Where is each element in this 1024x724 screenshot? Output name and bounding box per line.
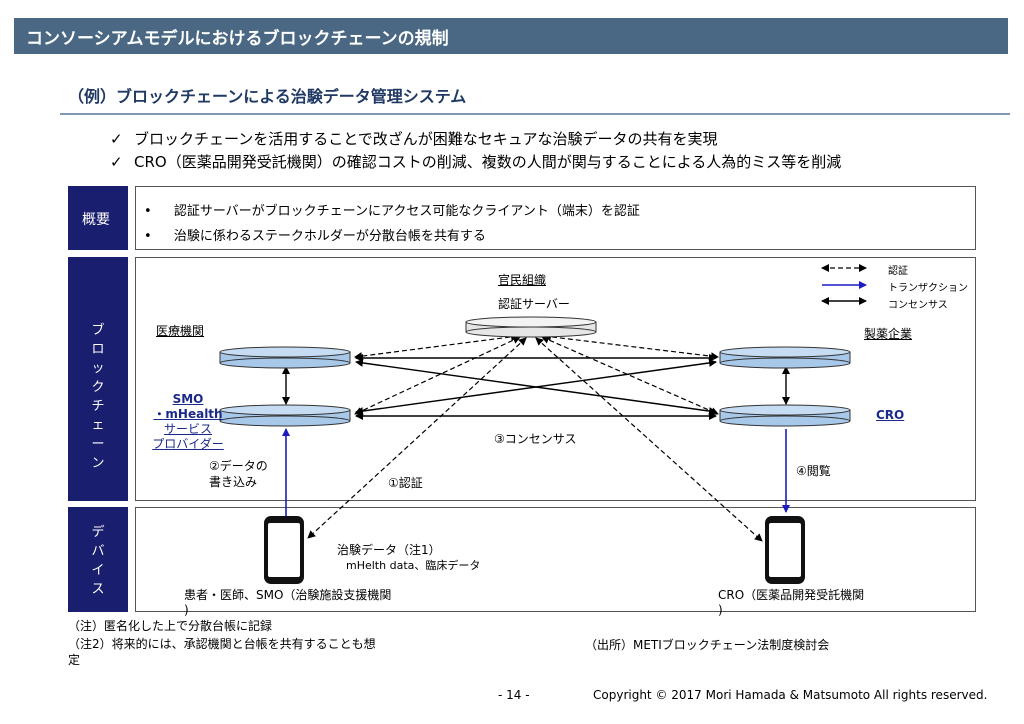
blockchain-label: ブ ロ ッ ク チ ェ ー ン	[68, 321, 128, 473]
cro-device-label: CRO（医薬品開発受託機関 )	[718, 588, 864, 618]
overview-item-2-text: 治験に係わるステークホルダーが分散台帳を共有する	[173, 229, 486, 244]
overview-item-1-text: 認証サーバーがブロックチェーンにアクセス可能なクライアント（端末）を認証	[173, 204, 640, 219]
legend-auth-label: 認証	[888, 266, 908, 277]
source-note: （出所）METIブロックチェーン法制度検討会	[585, 638, 830, 652]
phone-screen	[769, 523, 801, 577]
note-2: （注2）将来的には、承認機関と台帳を共有することも想 定	[68, 636, 376, 668]
ledger-node-smo	[219, 404, 351, 427]
slide-subtitle: （例）ブロックチェーンによる治験データ管理システム	[68, 87, 467, 106]
auth-arrow	[543, 332, 719, 361]
key-point-1-text: ブロックチェーンを活用することで改ざんが困難なセキュアな治験データの共有を実現	[134, 130, 718, 148]
write-data-line: 書き込み	[209, 475, 258, 489]
write-data-line: ②データの	[209, 459, 268, 473]
smo-label: SMO ・mHealth サービス プロバイダー	[150, 392, 226, 452]
title-bar: コンソーシアムモデルにおけるブロックチェーンの規制	[14, 18, 1008, 54]
device-label-char: バ	[91, 544, 105, 559]
bullet-dot-icon: •	[144, 229, 152, 244]
ledger-node-pharma	[719, 346, 851, 369]
bullet-dot-icon: •	[144, 204, 152, 219]
cro-phone-icon	[765, 516, 805, 584]
blockchain-label-char: ク	[91, 380, 105, 395]
key-point-2-text: CRO（医薬品開発受託機関）の確認コストの削減、複数の人間が関与することによる人…	[134, 153, 842, 171]
blockchain-label-char: ロ	[91, 342, 105, 357]
patient-device-label: 患者・医師、SMO（治験施設支援機関 )	[184, 588, 391, 618]
device-label: デ バ イ ス	[68, 523, 128, 599]
blockchain-label-char: チ	[91, 399, 105, 414]
slide-title: コンソーシアムモデルにおけるブロックチェーンの規制	[26, 29, 449, 49]
overview-item-2: • 治験に係わるステークホルダーが分散台帳を共有する	[144, 225, 486, 244]
legend-lines	[821, 264, 867, 305]
cro-label: CRO	[876, 408, 905, 422]
overview-label: 概要	[82, 212, 110, 228]
patient-device-label-line: )	[184, 603, 189, 617]
blockchain-label-char: ェ	[91, 418, 105, 433]
auth-arrow	[541, 336, 719, 415]
patient-phone-icon	[264, 516, 304, 584]
pharma-company-label: 製薬企業	[864, 327, 913, 341]
medical-institution-label: 医療機関	[156, 324, 205, 338]
legend-consensus-label: コンセンサス	[888, 300, 948, 311]
cro-device-label-line: CRO（医薬品開発受託機関	[718, 588, 865, 602]
device-label-box: デ バ イ ス	[68, 507, 128, 612]
key-point-2: ✓ CRO（医薬品開発受託機関）の確認コストの削減、複数の人間が関与することによる…	[110, 151, 841, 172]
view-step-label: ④閲覧	[796, 464, 831, 478]
note-1: （注）匿名化した上で分散台帳に記録	[68, 619, 273, 633]
overview-item-1: • 認証サーバーがブロックチェーンにアクセス可能なクライアント（端末）を認証	[144, 200, 640, 219]
smo-label-line: サービス	[163, 422, 212, 436]
patient-device-label-line: 患者・医師、SMO（治験施設支援機関	[184, 588, 392, 602]
consensus-arrow	[355, 359, 717, 415]
subtitle-divider	[60, 113, 1010, 115]
blockchain-label-box: ブ ロ ッ ク チ ェ ー ン	[68, 257, 128, 501]
check-icon: ✓	[110, 130, 123, 148]
ledger-node-cro	[719, 404, 851, 427]
gov-org-label: 官民組織	[498, 273, 547, 287]
copyright: Copyright © 2017 Mori Hamada & Matsumoto…	[593, 688, 988, 702]
auth-server-node	[465, 316, 597, 338]
ledger-node-medical	[219, 346, 351, 369]
auth-arrow	[354, 332, 519, 361]
overview-label-box: 概要	[68, 186, 128, 250]
overview-box: • 認証サーバーがブロックチェーンにアクセス可能なクライアント（端末）を認証 •…	[135, 186, 976, 250]
auth-server-label: 認証サーバー	[498, 297, 570, 311]
consensus-step-label: ③コンセンサス	[494, 432, 577, 446]
note-2-line: （注2）将来的には、承認機関と台帳を共有することも想	[68, 637, 376, 651]
smo-label-line: プロバイダー	[152, 437, 224, 451]
smo-label-line: ・mHealth	[153, 407, 223, 421]
device-label-char: イ	[91, 563, 105, 578]
auth-arrow	[354, 336, 521, 415]
device-label-char: ス	[91, 582, 105, 597]
trial-data-label: 治験データ（注1）	[337, 543, 441, 557]
trial-data-sub-label: mHelth data、臨床データ	[346, 559, 481, 572]
blockchain-label-char: ン	[91, 456, 105, 471]
blockchain-label-char: ブ	[91, 323, 105, 338]
auth-step-label: ①認証	[388, 476, 423, 490]
key-point-1: ✓ ブロックチェーンを活用することで改ざんが困難なセキュアな治験データの共有を実現	[110, 128, 718, 149]
phone-screen	[268, 523, 300, 577]
legend-transaction-label: トランザクション	[888, 283, 968, 294]
smo-label-line: SMO	[172, 392, 204, 406]
cro-device-label-line: )	[718, 603, 723, 617]
note-2-line: 定	[68, 653, 81, 667]
check-icon: ✓	[110, 153, 123, 171]
blockchain-label-char: ッ	[91, 361, 105, 376]
page-number: - 14 -	[498, 688, 530, 702]
device-label-char: デ	[91, 525, 105, 540]
blockchain-label-char: ー	[91, 437, 105, 452]
write-data-label: ②データの 書き込み	[209, 458, 268, 490]
